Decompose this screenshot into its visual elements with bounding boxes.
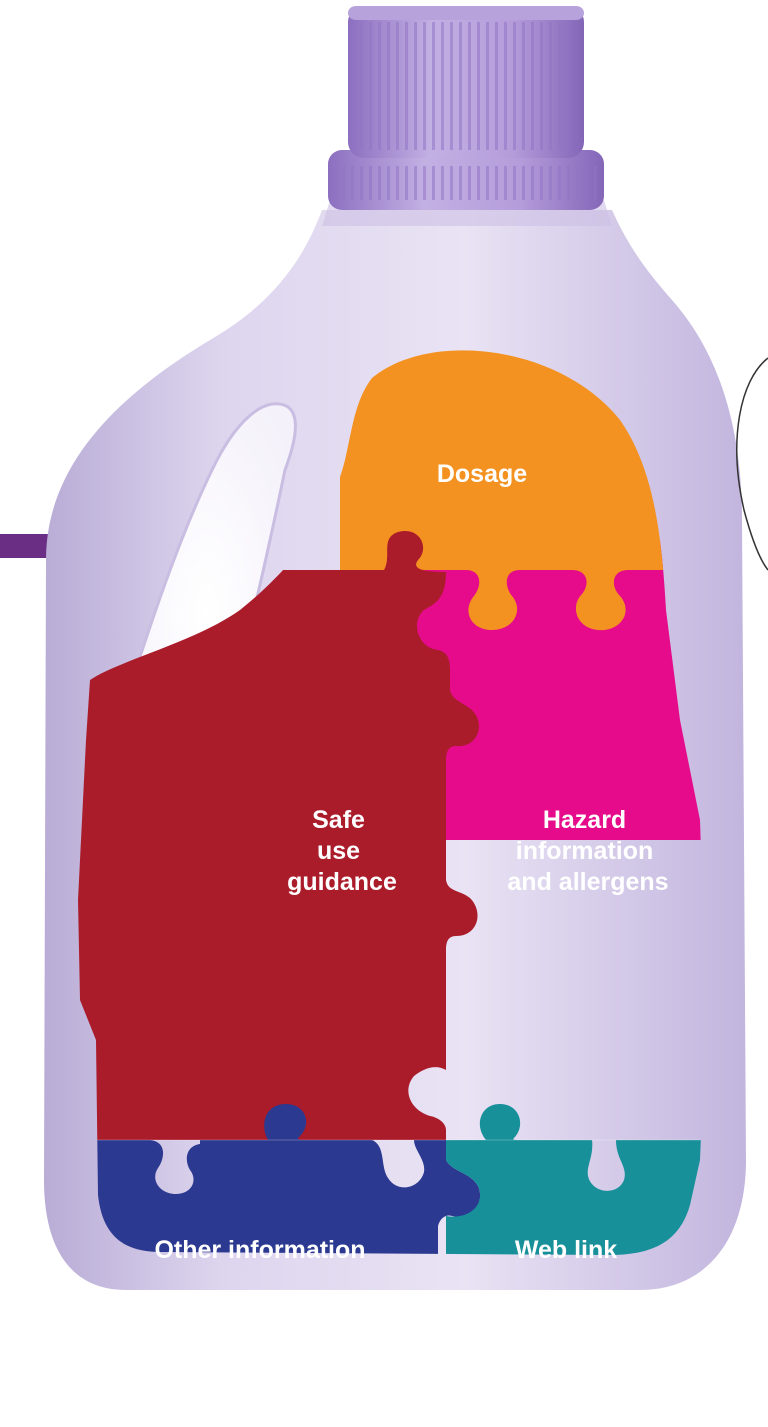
web-link-label: Web link: [515, 1236, 617, 1264]
dosage-label: Dosage: [437, 460, 527, 488]
puzzle-piece-other: [60, 1104, 480, 1360]
other-information-label: Other information: [154, 1236, 365, 1264]
puzzle-piece-web: [411, 1104, 720, 1360]
